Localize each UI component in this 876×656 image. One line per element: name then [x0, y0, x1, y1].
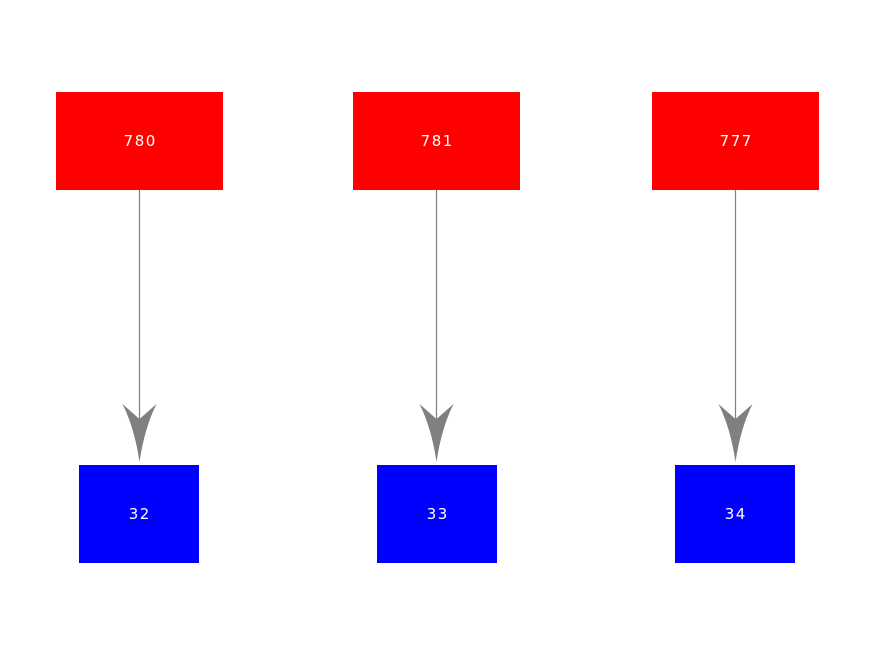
source-node-3: 777 [652, 92, 819, 190]
arrowhead-icon [122, 404, 157, 462]
target-node-1: 32 [79, 465, 199, 563]
target-node-label: 34 [724, 505, 747, 523]
edge-arrow-777-34 [718, 190, 753, 462]
source-node-1: 780 [56, 92, 223, 190]
arrowhead-icon [419, 404, 454, 462]
edge-arrow-781-33 [419, 190, 454, 462]
target-node-label: 33 [426, 505, 449, 523]
target-node-2: 33 [377, 465, 497, 563]
source-node-label: 781 [420, 132, 454, 150]
source-node-label: 780 [123, 132, 157, 150]
target-node-label: 32 [128, 505, 151, 523]
source-node-2: 781 [353, 92, 520, 190]
edge-arrow-780-32 [122, 190, 157, 462]
target-node-3: 34 [675, 465, 795, 563]
arrowhead-icon [718, 404, 753, 462]
source-node-label: 777 [719, 132, 753, 150]
